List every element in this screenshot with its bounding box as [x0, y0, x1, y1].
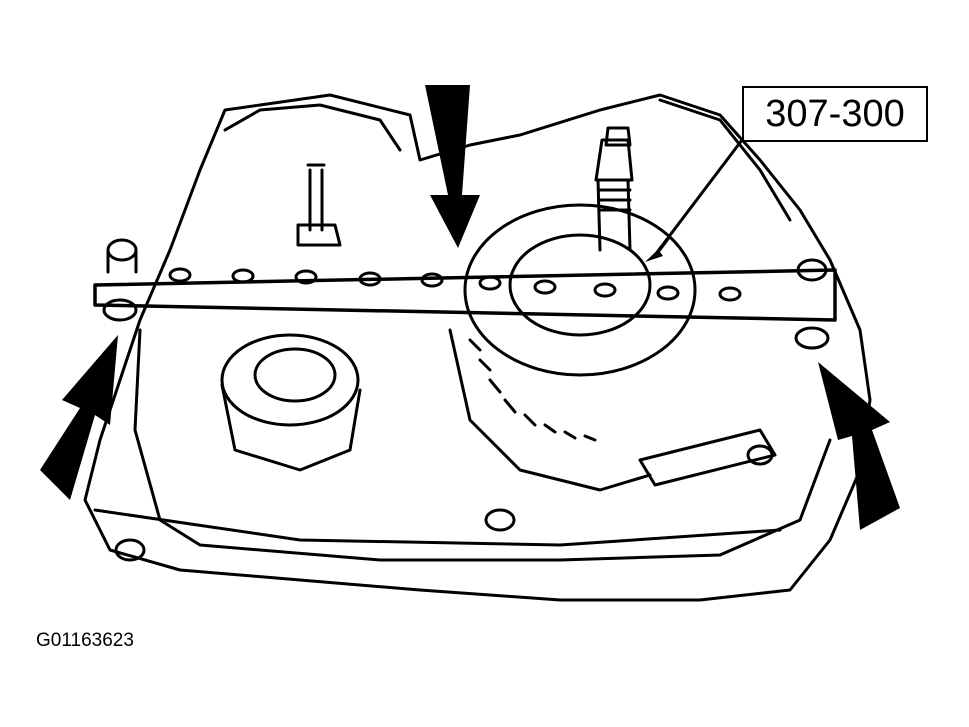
- bar-end-right: [796, 258, 828, 282]
- bar-end-left: [106, 238, 138, 262]
- bar-foot-left: [102, 298, 138, 322]
- shaft-tip: [604, 126, 632, 147]
- case-bottom-rail: [93, 508, 782, 547]
- leader-line: [653, 138, 744, 257]
- bottom-boss-2: [484, 508, 516, 532]
- bar-foot-right: [794, 326, 830, 350]
- leader-arrow-tool: [645, 236, 672, 262]
- bearing-skirt: [220, 383, 362, 472]
- bearing-inner: [253, 347, 337, 403]
- up-arrow-left: [40, 335, 118, 500]
- case-outline: [83, 93, 872, 602]
- bar-end-left-post: [106, 248, 138, 274]
- bearing-outer: [220, 333, 360, 427]
- shaft-spline: [598, 188, 632, 212]
- boss-right: [638, 428, 777, 487]
- down-arrow-top: [425, 85, 480, 248]
- bottom-boss-1: [114, 538, 146, 562]
- up-arrow-right: [818, 362, 900, 530]
- bar-holes: [168, 267, 742, 302]
- figure-id: G01163623: [36, 630, 134, 651]
- gear-hub: [508, 233, 652, 337]
- stud-nut: [296, 223, 342, 247]
- gear-ring: [448, 328, 652, 492]
- gear-housing: [463, 203, 697, 377]
- boss-knob: [746, 444, 774, 466]
- gear-teeth: [468, 338, 597, 442]
- holding-bar: [93, 268, 837, 322]
- shaft: [594, 138, 634, 252]
- case-flange-upper: [223, 103, 402, 152]
- stud-left: [306, 163, 326, 232]
- tool-callout: 307-300: [742, 86, 928, 142]
- tool-number-label: 307-300: [765, 92, 905, 135]
